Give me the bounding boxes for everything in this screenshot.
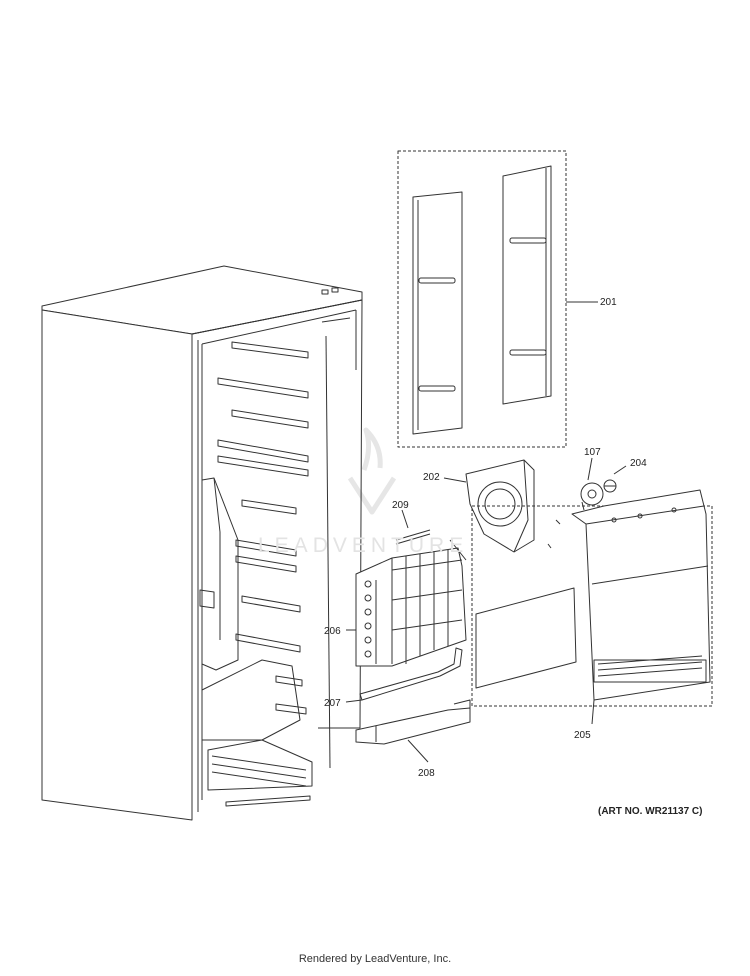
panel-group-201 [397,150,598,448]
callout-208: 208 [418,768,435,779]
art-number: (ART NO. WR21137 C) [598,806,703,817]
heater-207 [345,647,463,703]
callout-207: 207 [324,698,341,709]
evaporator-206 [346,539,467,667]
callout-107: 107 [584,447,601,458]
callout-209: 209 [392,500,409,511]
fuse-209 [395,509,431,545]
fan-motor-107 [580,457,604,511]
screws [547,519,561,549]
watermark-text: LEADVENTURE [258,534,469,557]
footer-credit: Rendered by LeadVenture, Inc. [298,953,452,965]
callout-labels: 201 107 204 202 209 206 207 205 208 [324,297,647,779]
callout-204: 204 [630,458,647,469]
panel-group-205 [471,489,713,725]
drain-pan-208 [355,699,471,763]
callout-201: 201 [600,297,617,308]
callout-205: 205 [574,730,591,741]
refrigerator-cabinet [41,265,363,821]
fan-blade-204 [603,465,627,493]
watermark-logo [347,427,397,515]
callout-206: 206 [324,626,341,637]
callout-202: 202 [423,472,440,483]
